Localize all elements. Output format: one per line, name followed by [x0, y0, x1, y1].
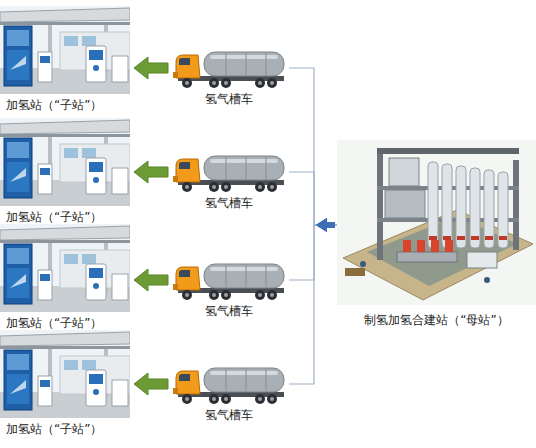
- station-illustration: [0, 118, 130, 206]
- hydrogen-station: 加氢站（“子站”）: [0, 118, 132, 224]
- hydrogen-station: 加氢站（“子站”）: [0, 6, 132, 112]
- flow-connector: [289, 68, 337, 232]
- station-illustration: [0, 224, 130, 312]
- station-label: 加氢站（“子站”）: [0, 316, 132, 330]
- truck-label: 氢气槽车: [170, 408, 287, 422]
- flow-connector: [134, 269, 168, 291]
- hydrogen-tank-truck: 氢气槽车: [170, 362, 287, 422]
- flow-connector: [134, 57, 168, 79]
- flow-connector: [289, 172, 337, 232]
- hydrogen-production-station-illustration: [337, 140, 536, 305]
- flow-connector: [289, 218, 337, 384]
- truck-label: 氢气槽车: [170, 196, 287, 210]
- tank-truck-illustration: [170, 46, 287, 90]
- truck-label: 氢气槽车: [170, 92, 287, 106]
- tank-truck-illustration: [170, 258, 287, 302]
- hydrogen-tank-truck: 氢气槽车: [170, 258, 287, 318]
- flow-connector: [289, 218, 337, 280]
- hydrogen-tank-truck: 氢气槽车: [170, 150, 287, 210]
- flow-connector: [134, 373, 168, 395]
- station-illustration: [0, 330, 130, 418]
- hydrogen-tank-truck: 氢气槽车: [170, 46, 287, 106]
- station-label: 加氢站（“子站”）: [0, 98, 132, 112]
- mother-station-label: 制氢加氢合建站（“母站”）: [337, 313, 536, 327]
- station-label: 加氢站（“子站”）: [0, 210, 132, 224]
- station-label: 加氢站（“子站”）: [0, 422, 132, 436]
- tank-truck-illustration: [170, 150, 287, 194]
- flow-connector: [134, 161, 168, 183]
- mother-station: 制氢加氢合建站（“母站”）: [337, 140, 536, 327]
- tank-truck-illustration: [170, 362, 287, 406]
- station-illustration: [0, 6, 130, 94]
- hydrogen-station: 加氢站（“子站”）: [0, 330, 132, 436]
- hydrogen-station: 加氢站（“子站”）: [0, 224, 132, 330]
- truck-label: 氢气槽车: [170, 304, 287, 318]
